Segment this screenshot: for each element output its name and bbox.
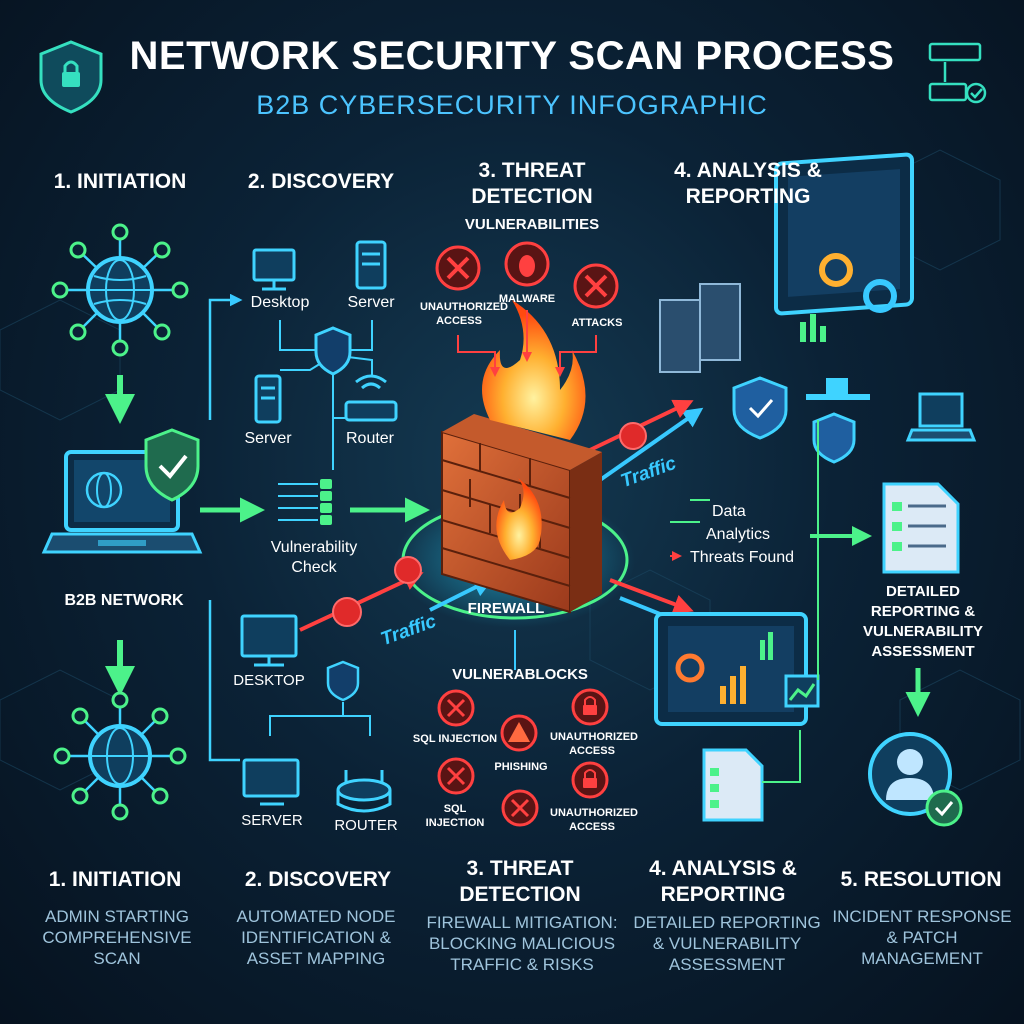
shield-icon-analysis-2 bbox=[812, 412, 856, 464]
server-monitor-icon bbox=[242, 758, 300, 806]
server-icon-2 bbox=[254, 374, 282, 424]
lock-icon-2 bbox=[571, 761, 609, 799]
server-label-3: SERVER bbox=[241, 812, 303, 829]
lock-icon-1 bbox=[571, 688, 609, 726]
report-document-icon bbox=[882, 482, 960, 574]
block-sql-injection-2: SQL INJECTION bbox=[425, 803, 485, 829]
server-label-2: Server bbox=[244, 430, 292, 447]
page-title: NETWORK SECURITY SCAN PROCESS bbox=[129, 34, 895, 78]
step-resolution-desc: INCIDENT RESPONSE & PATCH MANAGEMENT bbox=[832, 907, 1012, 968]
router-icon-2 bbox=[336, 770, 392, 813]
step-analysis-top: 4. ANALYSIS & REPORTING bbox=[674, 159, 822, 208]
router-label-1: Router bbox=[345, 430, 395, 447]
blocked-icon bbox=[501, 789, 539, 827]
output-data: Data bbox=[712, 503, 746, 520]
attacks-icon bbox=[573, 263, 619, 309]
vulnerability-check-icon bbox=[278, 479, 332, 525]
step-discovery-desc: AUTOMATED NODE IDENTIFICATION & ASSET MA… bbox=[236, 907, 396, 968]
checklist-document-icon bbox=[702, 748, 764, 822]
block-sql-injection-1: SQL INJECTION bbox=[412, 733, 498, 745]
server-rack-icon bbox=[659, 283, 741, 373]
block-unauthorized-access-2: UNAUTHORIZED ACCESS bbox=[550, 807, 638, 833]
step-initiation-top: 1. INITIATION bbox=[53, 170, 187, 193]
threat-attacks: ATTACKS bbox=[571, 317, 623, 329]
analytics-monitor-icon bbox=[654, 612, 808, 726]
block-unauthorized-access-1: UNAUTHORIZED ACCESS bbox=[550, 731, 638, 757]
step-initiation-desc: ADMIN STARTING COMPREHENSIVE SCAN bbox=[42, 907, 192, 968]
step-discovery-top: 2. DISCOVERY bbox=[247, 170, 395, 193]
sql-injection-icon-2 bbox=[437, 757, 475, 795]
globe-hub-top-icon bbox=[51, 223, 189, 357]
checklist-server-icon bbox=[928, 42, 987, 104]
output-threats-found: Threats Found bbox=[690, 549, 795, 566]
vulnerablocks-title: VULNERABLOCKS bbox=[452, 666, 588, 683]
shield-icon-analysis-1 bbox=[732, 376, 788, 440]
step-analysis-desc: DETAILED REPORTING & VULNERABILITY ASSES… bbox=[633, 913, 821, 974]
desktop-label-1: Desktop bbox=[250, 294, 310, 311]
router-label-2: ROUTER bbox=[334, 817, 398, 834]
router-icon-1 bbox=[344, 374, 398, 422]
vulnerability-check-label: Vulnerability Check bbox=[270, 539, 358, 576]
step-threat-detection-desc: FIREWALL MITIGATION: BLOCKING MALICIOUS … bbox=[426, 913, 618, 974]
report-label: DETAILED REPORTING & VULNERABILITY ASSES… bbox=[863, 583, 983, 660]
laptop-icon-small bbox=[905, 392, 977, 442]
shield-check-icon bbox=[144, 428, 200, 502]
b2b-network-label: B2B NETWORK bbox=[64, 592, 184, 609]
firewall-label: FIREWALL bbox=[467, 600, 545, 617]
malware-icon bbox=[504, 241, 550, 287]
output-analytics: Analytics bbox=[706, 526, 771, 543]
step-discovery-bottom: 2. DISCOVERY bbox=[244, 868, 392, 891]
server-label-1: Server bbox=[347, 294, 395, 311]
step-analysis-bottom: 4. ANALYSIS & REPORTING bbox=[649, 857, 797, 906]
threat-malware: MALWARE bbox=[498, 293, 556, 305]
desktop-icon-1 bbox=[252, 248, 296, 291]
dashboard-monitor-icon bbox=[774, 152, 914, 400]
step-threat-detection-top: 3. THREAT DETECTION bbox=[471, 159, 593, 208]
desktop-label-2: DESKTOP bbox=[233, 672, 305, 689]
shield-icon-discovery bbox=[314, 326, 352, 376]
desktop-icon-2 bbox=[240, 614, 298, 667]
step-threat-detection-bottom: 3. THREAT DETECTION bbox=[459, 857, 581, 906]
shield-icon-small bbox=[326, 660, 360, 702]
shield-lock-icon bbox=[39, 40, 103, 114]
sql-injection-icon-1 bbox=[437, 689, 475, 727]
step-initiation-bottom: 1. INITIATION bbox=[48, 868, 182, 891]
server-icon-1 bbox=[355, 240, 387, 290]
block-phishing: PHISHING bbox=[494, 761, 548, 773]
threat-unauthorized-access: UNAUTHORIZED ACCESS bbox=[420, 301, 508, 327]
phishing-icon bbox=[500, 714, 538, 752]
virus-icon-1 bbox=[332, 422, 647, 627]
unauthorized-access-icon bbox=[435, 245, 481, 291]
admin-user-icon bbox=[868, 732, 963, 827]
vulnerabilities-title: VULNERABILITIES bbox=[464, 216, 600, 233]
trend-chart-icon bbox=[784, 674, 820, 708]
globe-hub-bottom-icon bbox=[53, 691, 187, 821]
page-subtitle: B2B CYBERSECURITY INFOGRAPHIC bbox=[256, 90, 768, 120]
firewall-icon bbox=[441, 300, 602, 614]
step-resolution-bottom: 5. RESOLUTION bbox=[840, 868, 1002, 891]
